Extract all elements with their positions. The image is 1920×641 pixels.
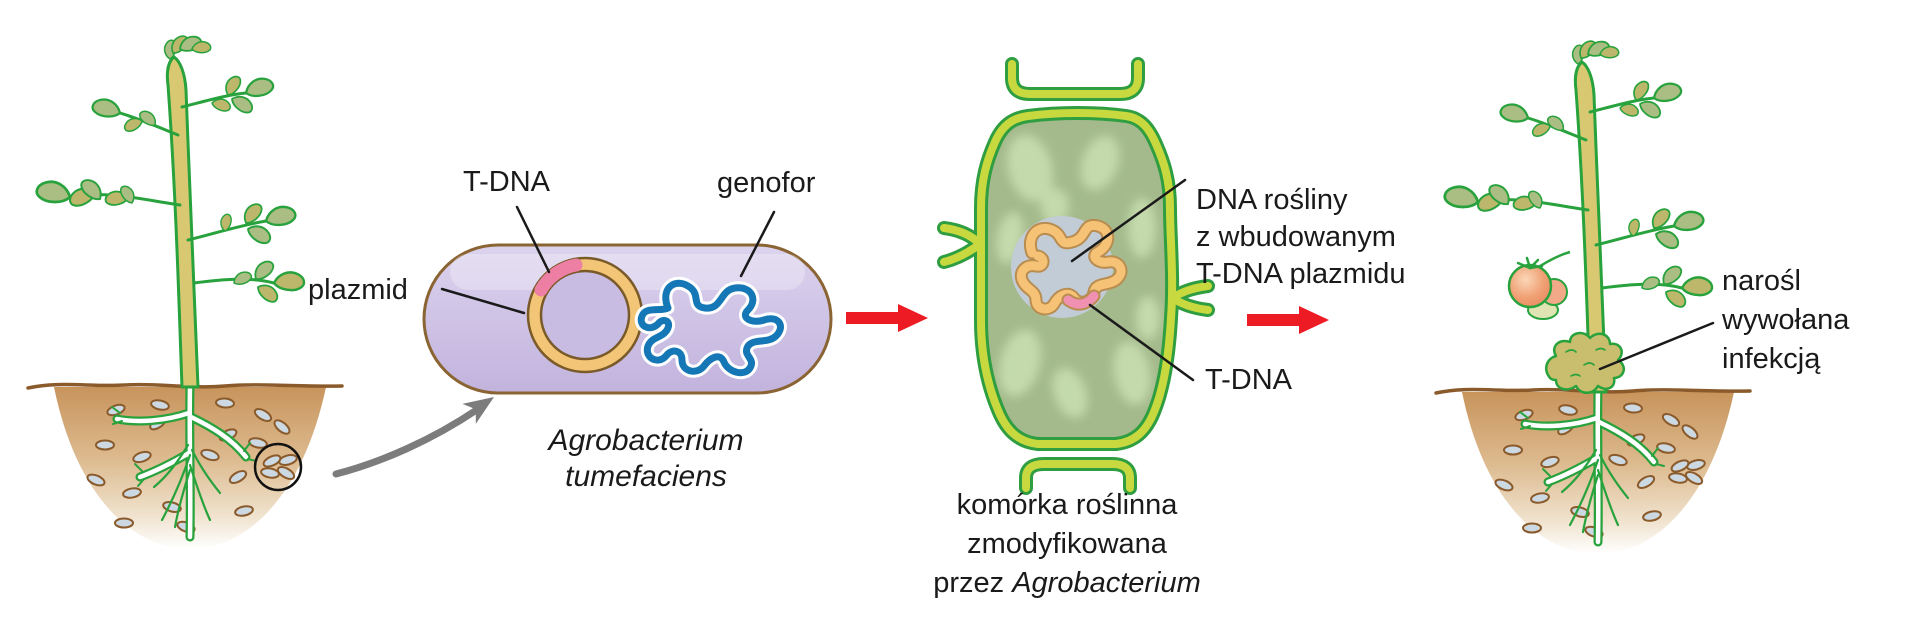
genofor-dna-tangle	[634, 276, 787, 380]
gray-curved-arrow-icon	[332, 397, 494, 478]
nucleus	[1011, 216, 1128, 318]
leader-lines	[440, 178, 1715, 382]
leader-genofor	[739, 210, 776, 278]
crown-gall	[1545, 331, 1626, 394]
caption-plant-cell: komórka roślinna zmodyfikowana przez Agr…	[933, 489, 1201, 599]
label-genofor: genofor	[717, 167, 816, 199]
plant-cell	[937, 57, 1215, 495]
chloroplast-patches	[996, 134, 1160, 419]
infected-tomato-plant	[1428, 20, 1758, 565]
plasmid	[526, 256, 644, 374]
red-arrow-2-icon	[1247, 306, 1329, 334]
plant-dna-tangle	[1014, 218, 1128, 316]
integrated-t-dna-segment	[1063, 291, 1099, 309]
label-narosl: narośl wywołana infekcją	[1722, 265, 1850, 375]
label-dna-rosliny: DNA rośliny z wbudowanym T-DNA plazmidu	[1196, 184, 1406, 290]
leader-plazmid	[440, 287, 526, 315]
label-t-dna-bacterium: T-DNA	[463, 166, 550, 198]
label-t-dna-cell: T-DNA	[1205, 364, 1292, 396]
soil-bacteria-highlight-circle	[253, 442, 303, 492]
red-arrow-1-icon	[846, 304, 928, 332]
caption-agrobacterium: Agrobacterium tumefaciens	[548, 424, 744, 493]
leader-t-dna-bacterium	[515, 205, 551, 274]
healthy-tomato-plant	[20, 15, 350, 560]
leader-narosl	[1598, 321, 1715, 371]
label-plazmid: plazmid	[308, 274, 408, 306]
cell-wall	[937, 57, 1215, 495]
tomato-sepals	[1516, 256, 1544, 270]
agrobacterium-cell	[422, 243, 833, 395]
leader-t-dna-cell	[1088, 303, 1195, 382]
leader-dna-rosliny	[1070, 178, 1187, 263]
t-dna-segment	[534, 258, 583, 297]
